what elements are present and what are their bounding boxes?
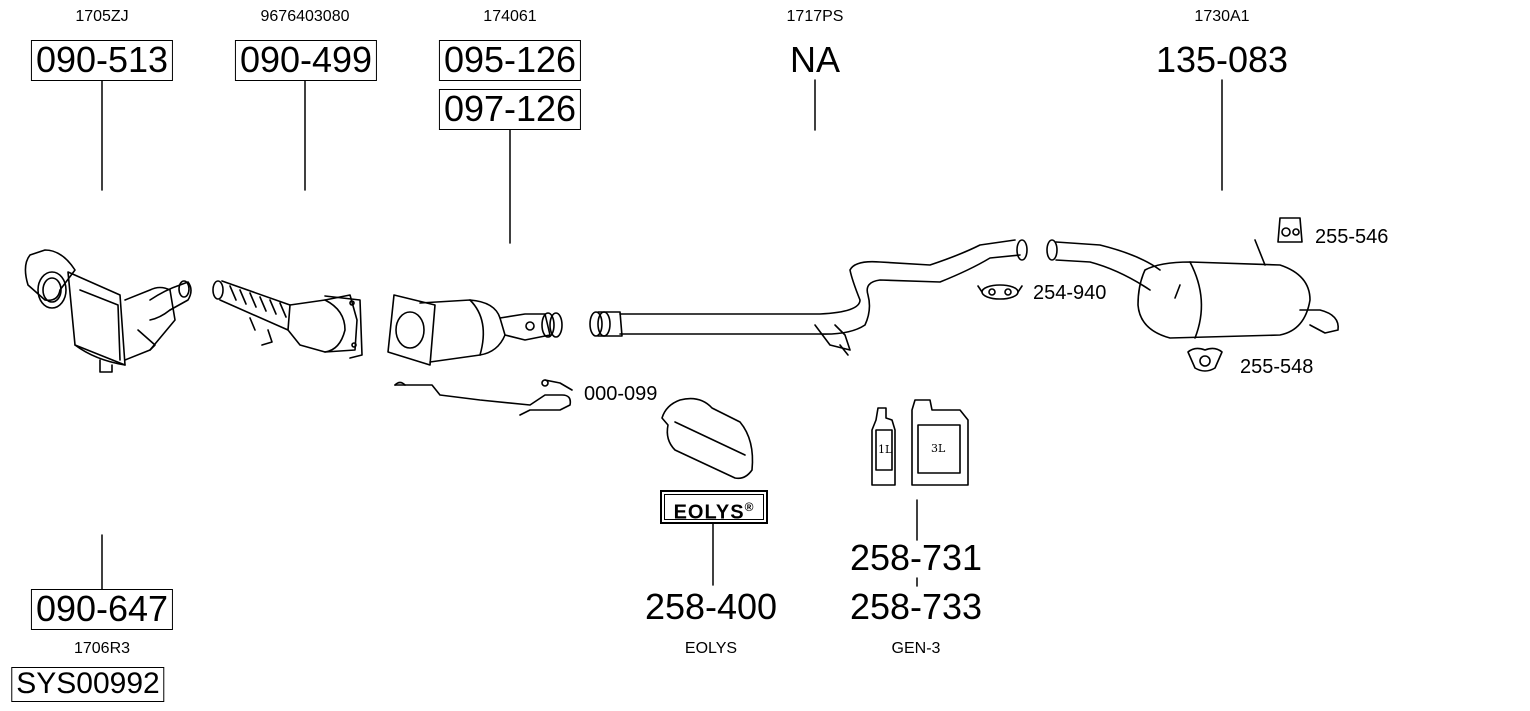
middle-pipe-part[interactable] — [589, 239, 1028, 356]
clamp-part-number[interactable]: 254-940 — [1033, 282, 1107, 304]
sensor-part-number[interactable]: 000-099 — [584, 384, 658, 404]
hanger-bottom-part[interactable] — [1187, 347, 1223, 372]
sensor-wire-part[interactable] — [394, 379, 573, 416]
part-number-eolys[interactable]: 258-400 — [644, 586, 778, 627]
part-number-lower[interactable]: 090-647 — [30, 589, 174, 630]
clamp-part[interactable] — [977, 284, 1023, 300]
part-number-fluid-a[interactable]: 258-731 — [849, 537, 983, 578]
oem-number-rear: 1730A1 — [1194, 8, 1250, 25]
hanger-top-part-number[interactable]: 255-546 — [1315, 226, 1389, 248]
can-large-label: 3L — [931, 442, 946, 455]
part-number-dpf-a[interactable]: 095-126 — [438, 40, 582, 81]
part-number-cat2[interactable]: 090-499 — [234, 40, 378, 81]
hanger-top-part[interactable] — [1277, 217, 1303, 243]
leader-lines — [101, 79, 1223, 591]
part-number-cat1[interactable]: 090-513 — [30, 40, 174, 81]
oem-number-cat1: 1705ZJ — [75, 8, 129, 25]
hanger-bottom-part-number[interactable]: 255-548 — [1240, 356, 1314, 378]
oem-number-dpf: 174061 — [483, 8, 537, 25]
eolys-badge: EOLYS® — [660, 490, 768, 524]
part-number-mid[interactable]: NA — [789, 39, 841, 80]
oem-number-lower: 1706R3 — [73, 640, 131, 657]
fluid-label: GEN-3 — [891, 640, 941, 657]
can-small-label: 1L — [878, 443, 893, 456]
fluid-can-small[interactable] — [871, 407, 896, 486]
oem-number-cat2: 9676403080 — [260, 8, 350, 25]
eolys-label: EOLYS — [684, 640, 738, 657]
rear-muffler-part[interactable] — [1046, 239, 1339, 339]
part-number-fluid-b[interactable]: 258-733 — [849, 586, 983, 627]
part-number-rear[interactable]: 135-083 — [1155, 39, 1289, 80]
part-number-dpf-b[interactable]: 097-126 — [438, 89, 582, 130]
eolys-bag-part[interactable] — [661, 397, 754, 480]
flex-catalyst-part[interactable] — [212, 280, 363, 359]
particulate-filter-part[interactable] — [387, 294, 563, 366]
manifold-catalyst-part[interactable] — [24, 249, 192, 373]
system-number[interactable]: SYS00992 — [11, 667, 165, 702]
oem-number-mid: 1717PS — [786, 8, 844, 25]
fluid-can-large[interactable] — [911, 399, 969, 486]
